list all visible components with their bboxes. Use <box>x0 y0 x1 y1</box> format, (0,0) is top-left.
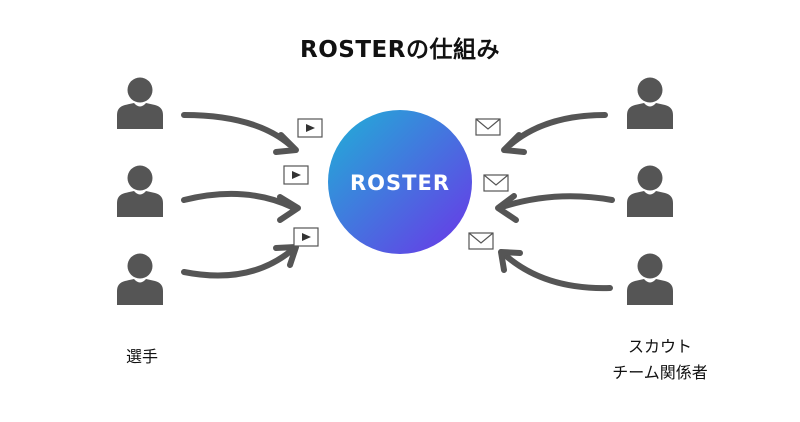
roster-circle-label: ROSTER <box>350 171 450 195</box>
scout-1-person-icon <box>627 77 673 129</box>
player-1-arrow <box>181 112 293 148</box>
scout-2-arrow <box>499 193 615 210</box>
roster-circle <box>328 110 472 254</box>
scout-3-person-icon <box>627 253 673 305</box>
player-2-arrow <box>181 190 295 210</box>
envelope-icon <box>468 232 494 250</box>
player-1-arrowhead <box>273 132 299 155</box>
player-2-arrowhead <box>277 194 301 223</box>
scouts-label-line1: スカウト <box>627 337 692 356</box>
video-play-icon <box>293 227 319 247</box>
scout-2-person-icon <box>627 165 673 217</box>
player-3-arrowhead <box>273 244 299 268</box>
scout-3-arrowhead <box>498 249 523 273</box>
player-2-person-icon <box>117 165 163 217</box>
scouts-label-line2: チーム関係者 <box>612 363 708 382</box>
scout-3-arrow <box>502 252 613 292</box>
scout-1-arrowhead <box>501 132 527 155</box>
player-3-person-icon <box>117 253 163 305</box>
scouts-label: スカウト チーム関係者 <box>580 334 740 386</box>
envelope-icon <box>483 174 509 192</box>
page-title: ROSTERの仕組み <box>300 37 500 63</box>
video-play-icon <box>297 118 323 138</box>
player-3-arrow <box>181 247 295 279</box>
video-play-icon <box>283 165 309 185</box>
scout-1-arrow <box>507 112 608 148</box>
envelope-icon <box>475 118 501 136</box>
players-label: 選手 <box>125 347 158 366</box>
scout-2-arrowhead <box>495 193 519 223</box>
player-1-person-icon <box>117 77 163 129</box>
